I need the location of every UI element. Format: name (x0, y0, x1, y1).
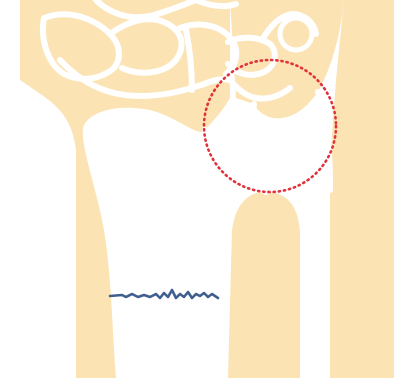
right-gap-line (318, 92, 330, 190)
ulna-joint-line (249, 104, 266, 192)
right-outer-bone (330, 0, 394, 378)
pisiform-bone (280, 18, 312, 50)
bone-shapes (20, 0, 394, 378)
ulna-bone (228, 192, 300, 378)
fracture-line (110, 290, 218, 298)
